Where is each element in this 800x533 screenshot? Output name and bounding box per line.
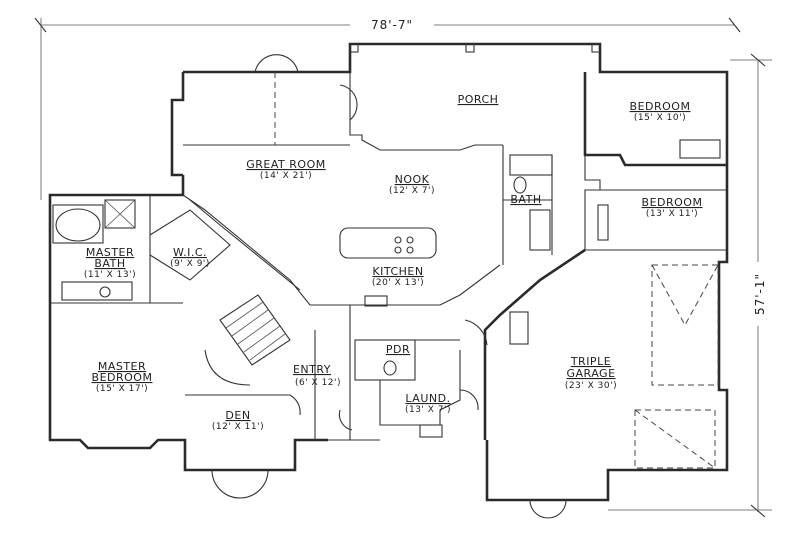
garage-label-2: GARAGE [566, 367, 615, 380]
room-master-bedroom: MASTER BEDROOM (15' X 17') [92, 360, 153, 394]
overall-depth-label: 57'-1" [753, 273, 767, 315]
room-bedroom-1: BEDROOM (15' X 10') [630, 100, 691, 123]
kitchen-label: KITCHEN [372, 265, 423, 278]
room-den: DEN (12' X 11') [212, 409, 264, 432]
master-bedroom-label-1: MASTER [98, 360, 146, 373]
bedroom-1-label: BEDROOM [630, 100, 691, 113]
bedroom-2-size: (13' X 11') [646, 209, 698, 219]
room-great-room: GREAT ROOM (14' X 21') [246, 158, 325, 181]
staircase [204, 294, 291, 386]
garage-size: (23' X 30') [565, 381, 617, 391]
room-bath: BATH [510, 193, 541, 206]
room-kitchen: KITCHEN (20' X 13') [372, 265, 424, 288]
nook-label: NOOK [395, 173, 430, 186]
entry-label: ENTRY [293, 363, 331, 376]
room-pdr: PDR [386, 343, 410, 356]
entry-size: (6' X 12') [295, 378, 341, 388]
room-wic: W.I.C. (9' X 9') [170, 246, 210, 269]
bedroom-1-size: (15' X 10') [634, 113, 686, 123]
room-laundry: LAUND. (13' X 7') [405, 392, 451, 415]
room-porch: PORCH [458, 93, 499, 106]
wic-label: W.I.C. [173, 246, 207, 259]
pdr-label: PDR [386, 343, 410, 356]
fixtures [52, 139, 721, 469]
kitchen-size: (20' X 13') [372, 278, 424, 288]
master-bath-label-2: BATH [94, 257, 125, 270]
wic-size: (9' X 9') [170, 259, 210, 269]
den-label: DEN [225, 409, 250, 422]
room-entry: ENTRY (6' X 12') [293, 363, 341, 388]
bath-label: BATH [510, 193, 541, 206]
laundry-size: (13' X 7') [405, 405, 451, 415]
nook-size: (12' X 7') [389, 186, 435, 196]
overall-width-label: 78'-7" [371, 18, 413, 32]
room-bedroom-2: BEDROOM (13' X 11') [642, 196, 703, 219]
great-room-label: GREAT ROOM [246, 158, 325, 171]
room-master-bath: MASTER BATH (11' X 13') [84, 246, 136, 280]
depth-dimension-line [608, 53, 772, 518]
master-bath-label-1: MASTER [86, 246, 134, 259]
laundry-label: LAUND. [405, 392, 450, 405]
porch-label: PORCH [458, 93, 499, 106]
interior-walls [50, 72, 727, 441]
room-garage: TRIPLE GARAGE (23' X 30') [565, 355, 617, 391]
bedroom-2-label: BEDROOM [642, 196, 703, 209]
den-size: (12' X 11') [212, 422, 264, 432]
room-nook: NOOK (12' X 7') [389, 173, 435, 196]
master-bath-size: (11' X 13') [84, 270, 136, 280]
garage-label-1: TRIPLE [570, 355, 611, 368]
great-room-size: (14' X 21') [260, 171, 312, 181]
master-bedroom-label-2: BEDROOM [92, 371, 153, 384]
door-swings [211, 54, 567, 519]
master-bedroom-size: (15' X 17') [96, 384, 148, 394]
